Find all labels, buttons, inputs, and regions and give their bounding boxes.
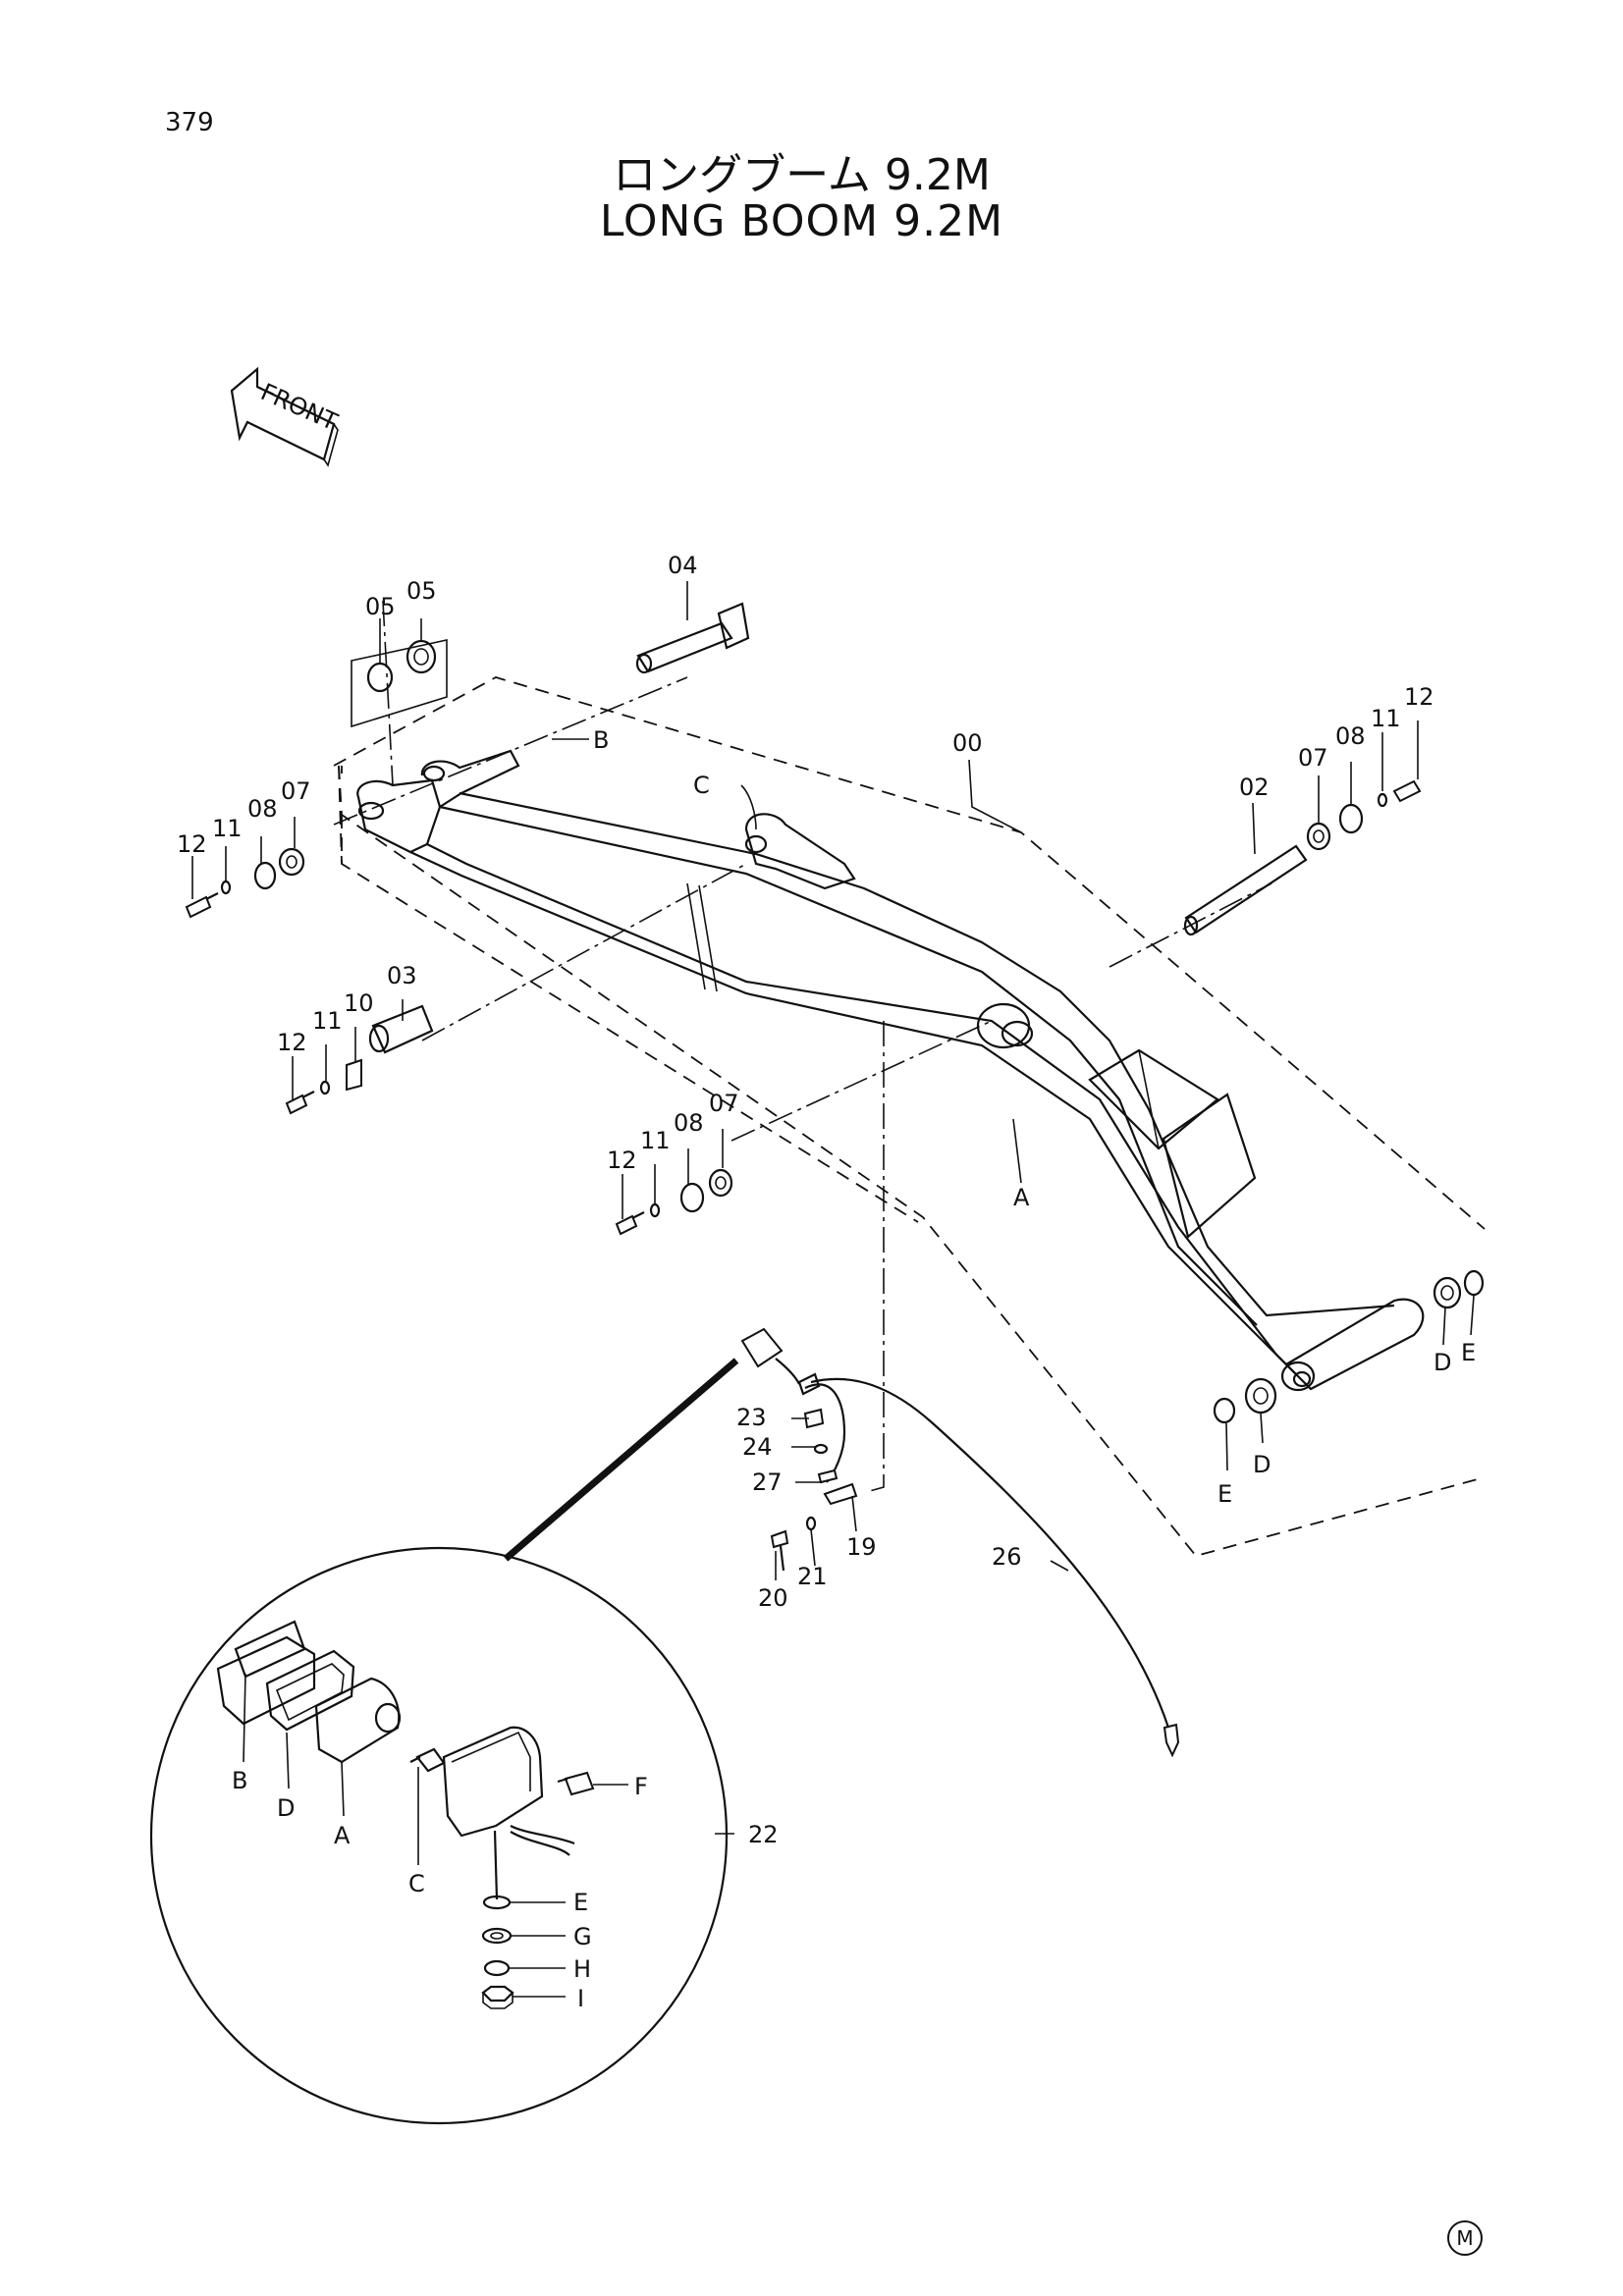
- callout-a: A: [1013, 1184, 1030, 1211]
- callout-12: 12: [177, 830, 207, 858]
- callout-11: 11: [212, 815, 243, 842]
- detail-label-c: C: [408, 1870, 425, 1897]
- callout-12: 12: [607, 1147, 637, 1174]
- callout-12: 12: [1404, 683, 1434, 711]
- callout-05: 05: [406, 577, 437, 605]
- detail-label-a: A: [334, 1822, 351, 1849]
- detail-label-b: B: [232, 1767, 247, 1794]
- callout-10: 10: [344, 989, 374, 1017]
- callout-24: 24: [742, 1433, 773, 1461]
- boom-body: [356, 749, 1425, 1392]
- callout-e: E: [1217, 1480, 1232, 1508]
- callout-12: 12: [277, 1029, 307, 1056]
- callout-11: 11: [640, 1127, 671, 1154]
- callout-08: 08: [247, 795, 278, 823]
- detail-labels: B D A C F E G H I: [232, 1767, 648, 2012]
- callout-19: 19: [846, 1533, 877, 1561]
- page-number: 379: [165, 108, 214, 137]
- callout-20: 20: [758, 1584, 788, 1612]
- fastener-set-left-mid: [285, 1058, 362, 1115]
- corner-mark: M: [1447, 2220, 1483, 2256]
- front-arrow-icon: FRONT: [230, 366, 342, 467]
- callout-08: 08: [674, 1109, 704, 1137]
- callout-11: 11: [312, 1007, 343, 1035]
- callout-03: 03: [387, 962, 417, 989]
- detail-label-i: I: [577, 1985, 584, 2012]
- callout-23: 23: [736, 1404, 767, 1431]
- callout-05: 05: [365, 593, 396, 620]
- bushings-d-e: [1213, 1269, 1485, 1424]
- callout-07: 07: [709, 1090, 739, 1117]
- callout-04: 04: [668, 552, 698, 579]
- detail-label-e: E: [573, 1889, 588, 1916]
- callout-b: B: [593, 726, 609, 754]
- boom-assembly-outline: [333, 676, 1486, 1558]
- callout-22: 22: [748, 1821, 779, 1848]
- callout-02: 02: [1239, 774, 1270, 801]
- detail-circle-22: [149, 1358, 739, 2125]
- pin-04: [635, 602, 750, 674]
- callout-07: 07: [1298, 744, 1328, 772]
- leader-lines: [191, 581, 1475, 1998]
- pin-02: [1183, 844, 1308, 936]
- fastener-set-left-top: [185, 847, 305, 919]
- detail-label-g: G: [573, 1923, 592, 1950]
- work-light-assembly: [740, 1327, 1180, 1758]
- callout-26: 26: [992, 1543, 1022, 1571]
- front-label: FRONT: [256, 378, 342, 436]
- washers-05: [351, 639, 448, 728]
- fastener-set-center: [615, 1168, 733, 1236]
- pin-03: [368, 1004, 434, 1054]
- detail-label-d: D: [277, 1794, 295, 1822]
- callout-21: 21: [797, 1563, 828, 1590]
- callout-e: E: [1461, 1339, 1476, 1366]
- callout-d: D: [1253, 1451, 1271, 1478]
- detail-label-h: H: [573, 1955, 591, 1983]
- callout-00: 00: [952, 729, 983, 757]
- callout-27: 27: [752, 1468, 783, 1496]
- callout-11: 11: [1371, 705, 1401, 732]
- callout-07: 07: [281, 777, 311, 805]
- title-english: LONG BOOM 9.2M: [599, 196, 1004, 246]
- assembly-center-lines: [333, 600, 1272, 1493]
- callout-08: 08: [1335, 722, 1366, 750]
- callout-labels: 04 05 05 B C 00 02 07 08 11 12 12 11 08 …: [177, 552, 1476, 1848]
- fastener-set-right: [1306, 779, 1422, 851]
- callout-c: C: [693, 772, 710, 799]
- callout-d: D: [1434, 1349, 1451, 1376]
- title-japanese: ロングブーム 9.2M: [613, 150, 991, 200]
- detail-label-f: F: [634, 1773, 648, 1800]
